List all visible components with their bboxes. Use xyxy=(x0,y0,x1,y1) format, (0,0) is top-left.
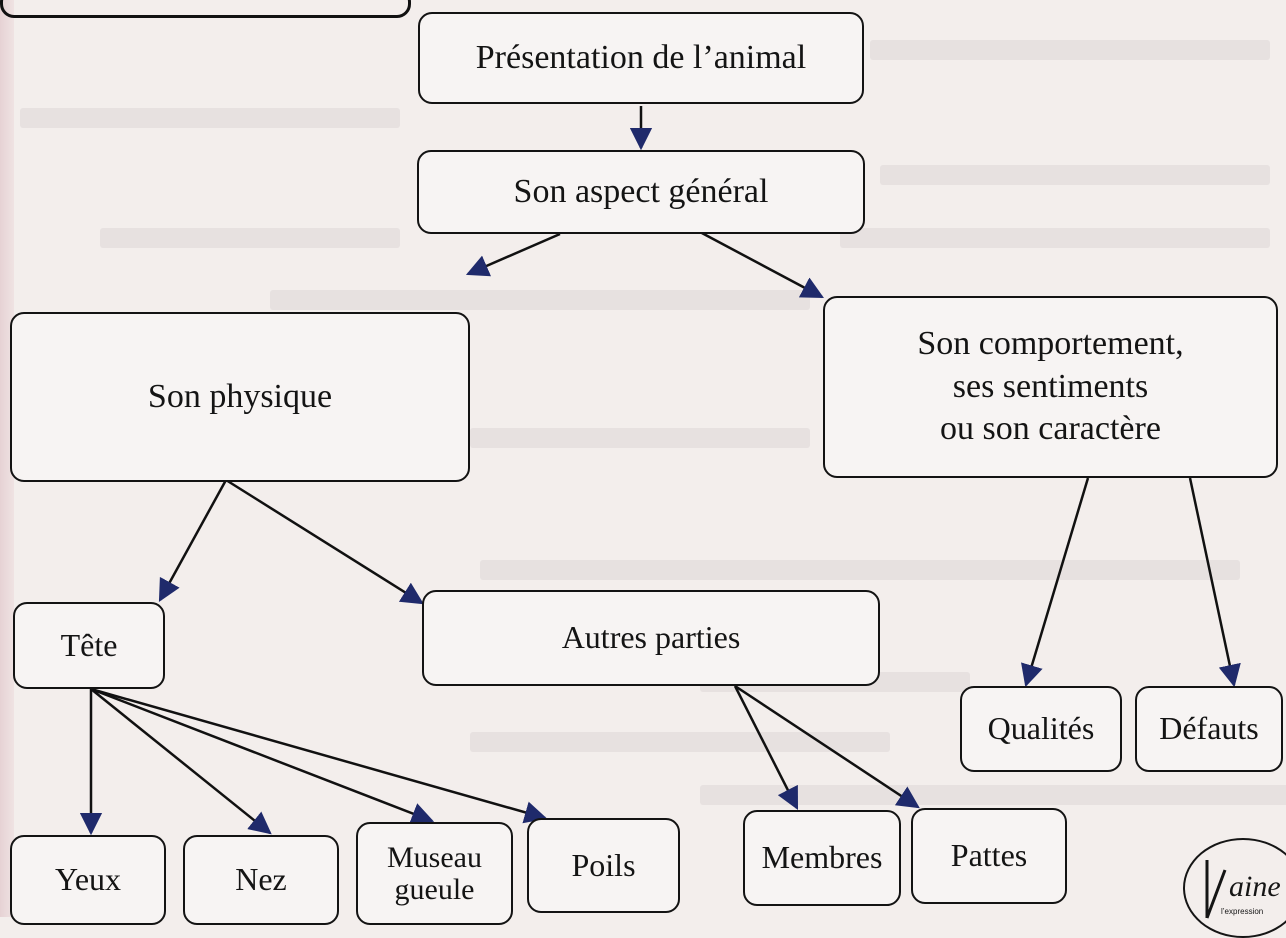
bleed-through-line xyxy=(470,428,810,448)
node-comportement: Son comportement, ses sentiments ou son … xyxy=(823,296,1278,478)
logo-subtext: l’expression xyxy=(1221,907,1263,916)
node-defauts-label: Défauts xyxy=(1159,710,1259,747)
publisher-logo: aine l’expression xyxy=(1183,838,1286,938)
publisher-logo-mark: aine l’expression xyxy=(1205,860,1281,919)
node-poils: Poils xyxy=(527,818,680,913)
node-aspect-label: Son aspect général xyxy=(513,172,769,210)
node-physique-label: Son physique xyxy=(147,377,333,415)
arrow-physique-tete xyxy=(158,479,228,602)
arrow-physique-autres xyxy=(225,478,424,605)
node-nez-label: Nez xyxy=(235,861,287,898)
node-yeux-label: Yeux xyxy=(54,861,122,898)
node-aspect-general: Son aspect général xyxy=(417,150,865,234)
node-comportement-text: Son comportement, ses sentiments ou son … xyxy=(917,323,1183,451)
node-yeux: Yeux xyxy=(10,835,166,925)
node-presentation-label: Présentation de l’animal xyxy=(475,38,807,76)
node-physique: Son physique xyxy=(10,312,470,482)
node-tete-label: Tête xyxy=(60,626,118,663)
arrow-aspect-physique xyxy=(465,232,561,277)
node-museau-line-2: gueule xyxy=(394,872,475,906)
node-museau-line-1: Museau xyxy=(387,841,482,874)
bleed-through-line xyxy=(470,732,890,752)
node-nez: Nez xyxy=(183,835,339,925)
arrow-tete-nez xyxy=(90,688,272,835)
bleed-through-line xyxy=(20,108,400,128)
bleed-through-line xyxy=(100,228,400,248)
arrow-comportement-defauts xyxy=(1188,477,1241,688)
node-comportement-line-1: Son comportement, xyxy=(917,325,1184,363)
node-membres: Membres xyxy=(743,810,901,906)
bleed-through-line xyxy=(840,228,1270,248)
node-pattes: Pattes xyxy=(911,808,1067,904)
node-autres-label: Autres parties xyxy=(561,619,741,656)
node-membres-label: Membres xyxy=(761,839,883,876)
bleed-through-line xyxy=(700,785,1286,805)
node-defauts: Défauts xyxy=(1135,686,1283,772)
bleed-through-line xyxy=(480,560,1240,580)
bleed-through-line xyxy=(870,40,1270,60)
node-comportement-line-2: ses sentiments xyxy=(952,367,1149,405)
arrow-comportement-qualites xyxy=(1021,477,1090,688)
node-museau-gueule: Museau gueule xyxy=(356,822,513,925)
node-museau-text: Museau gueule xyxy=(387,842,482,905)
node-presentation: Présentation de l’animal xyxy=(418,12,864,104)
node-autres-parties: Autres parties xyxy=(422,590,880,686)
node-tete: Tête xyxy=(13,602,165,689)
bleed-through-line xyxy=(880,165,1270,185)
node-pattes-label: Pattes xyxy=(950,837,1028,874)
arrow-tete-poils xyxy=(90,687,548,824)
node-comportement-line-3: ou son caractère xyxy=(940,410,1161,448)
bleed-through-line xyxy=(270,290,810,310)
arrow-tete-museau xyxy=(90,687,435,825)
node-qualites: Qualités xyxy=(960,686,1122,772)
title-frame-edge xyxy=(0,0,411,18)
page-margin xyxy=(0,0,14,917)
node-poils-label: Poils xyxy=(571,846,636,883)
arrow-aspect-comportement xyxy=(699,230,824,299)
node-qualites-label: Qualités xyxy=(987,710,1095,747)
logo-text: aine xyxy=(1229,870,1281,903)
